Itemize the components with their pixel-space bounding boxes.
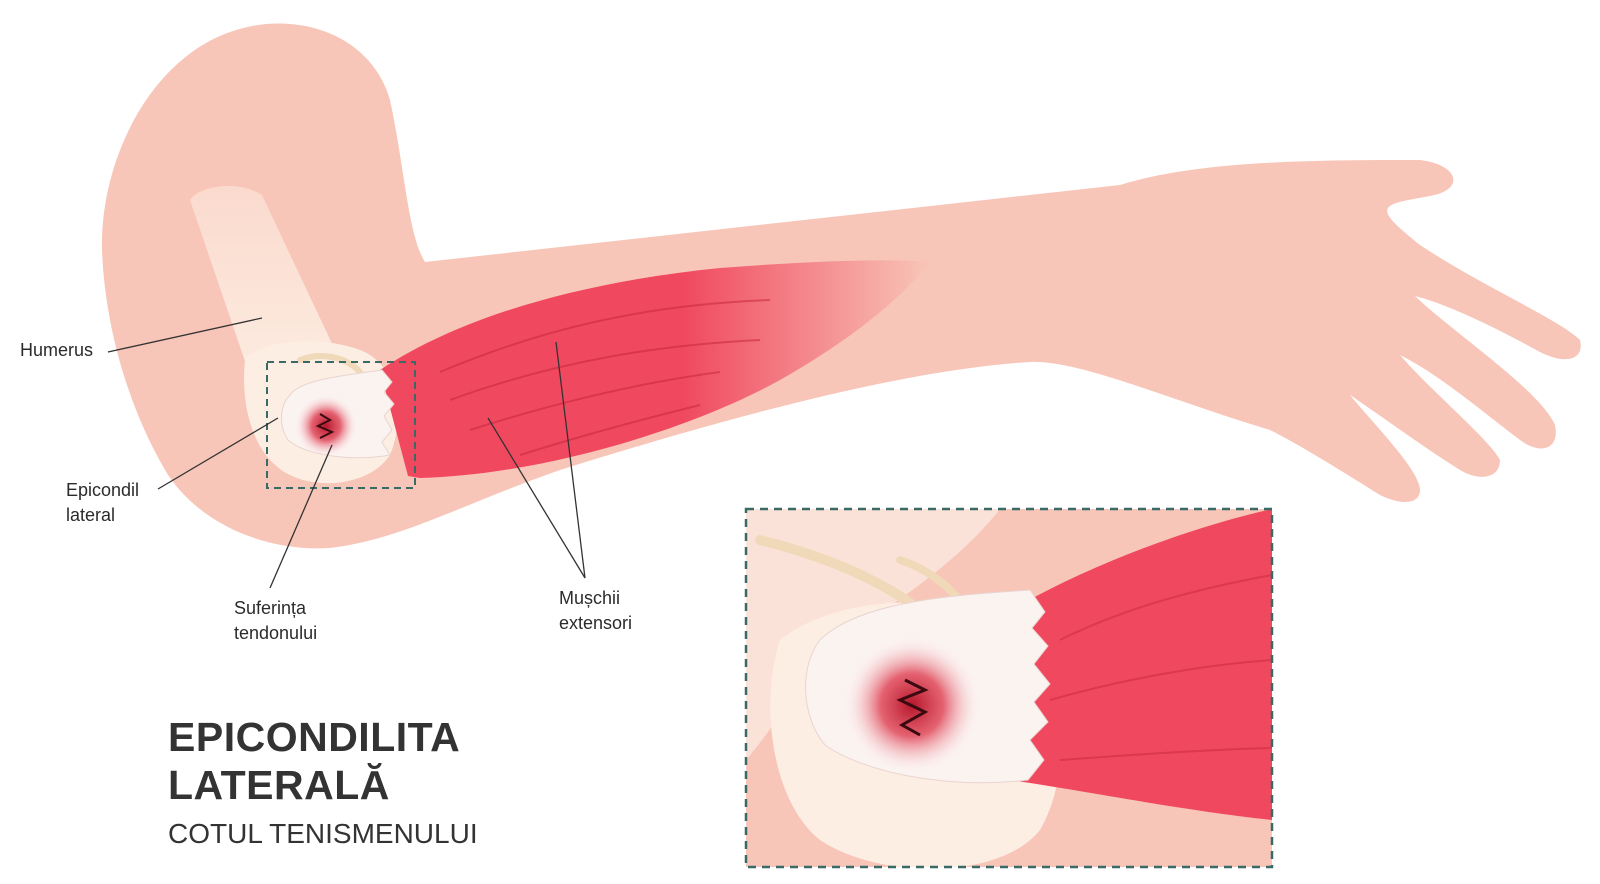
label-tendon-line1: Suferința bbox=[234, 598, 307, 618]
detail-frame-large bbox=[744, 507, 1274, 869]
leader-epicondyle bbox=[157, 417, 279, 490]
zoom-inset bbox=[746, 509, 1272, 867]
bone-crease bbox=[297, 353, 363, 375]
page-title-line2: LATERALĂ bbox=[168, 762, 390, 808]
muscle-fibers bbox=[439, 299, 771, 456]
extensor-muscle bbox=[380, 260, 930, 478]
label-tendon: Suferința tendonului bbox=[234, 596, 317, 646]
page-title: EPICONDILITA LATERALĂ bbox=[168, 713, 460, 809]
label-epicondyle-line1: Epicondil bbox=[66, 480, 140, 500]
leader-muscles-a bbox=[487, 417, 586, 579]
label-muscles-line1: Mușchii bbox=[559, 588, 621, 608]
label-humerus: Humerus bbox=[20, 338, 93, 363]
label-muscles-line2: extensori bbox=[559, 613, 633, 633]
inflammation-spot bbox=[294, 394, 358, 458]
leader-muscles-b bbox=[555, 341, 586, 579]
page-subtitle: COTUL TENISMENULUI bbox=[168, 818, 478, 849]
label-muscles: Mușchii extensori bbox=[559, 586, 632, 636]
leader-humerus bbox=[107, 317, 263, 353]
label-epicondyle: Epicondil lateral bbox=[66, 478, 139, 528]
leader-lines bbox=[107, 317, 586, 589]
label-tendon-line2: tendonului bbox=[234, 623, 318, 643]
label-humerus-text: Humerus bbox=[20, 340, 94, 360]
label-epicondyle-line2: lateral bbox=[66, 505, 116, 525]
leader-tendon bbox=[269, 444, 333, 589]
page-title-line1: EPICONDILITA bbox=[168, 714, 461, 760]
tear-mark bbox=[315, 413, 335, 439]
